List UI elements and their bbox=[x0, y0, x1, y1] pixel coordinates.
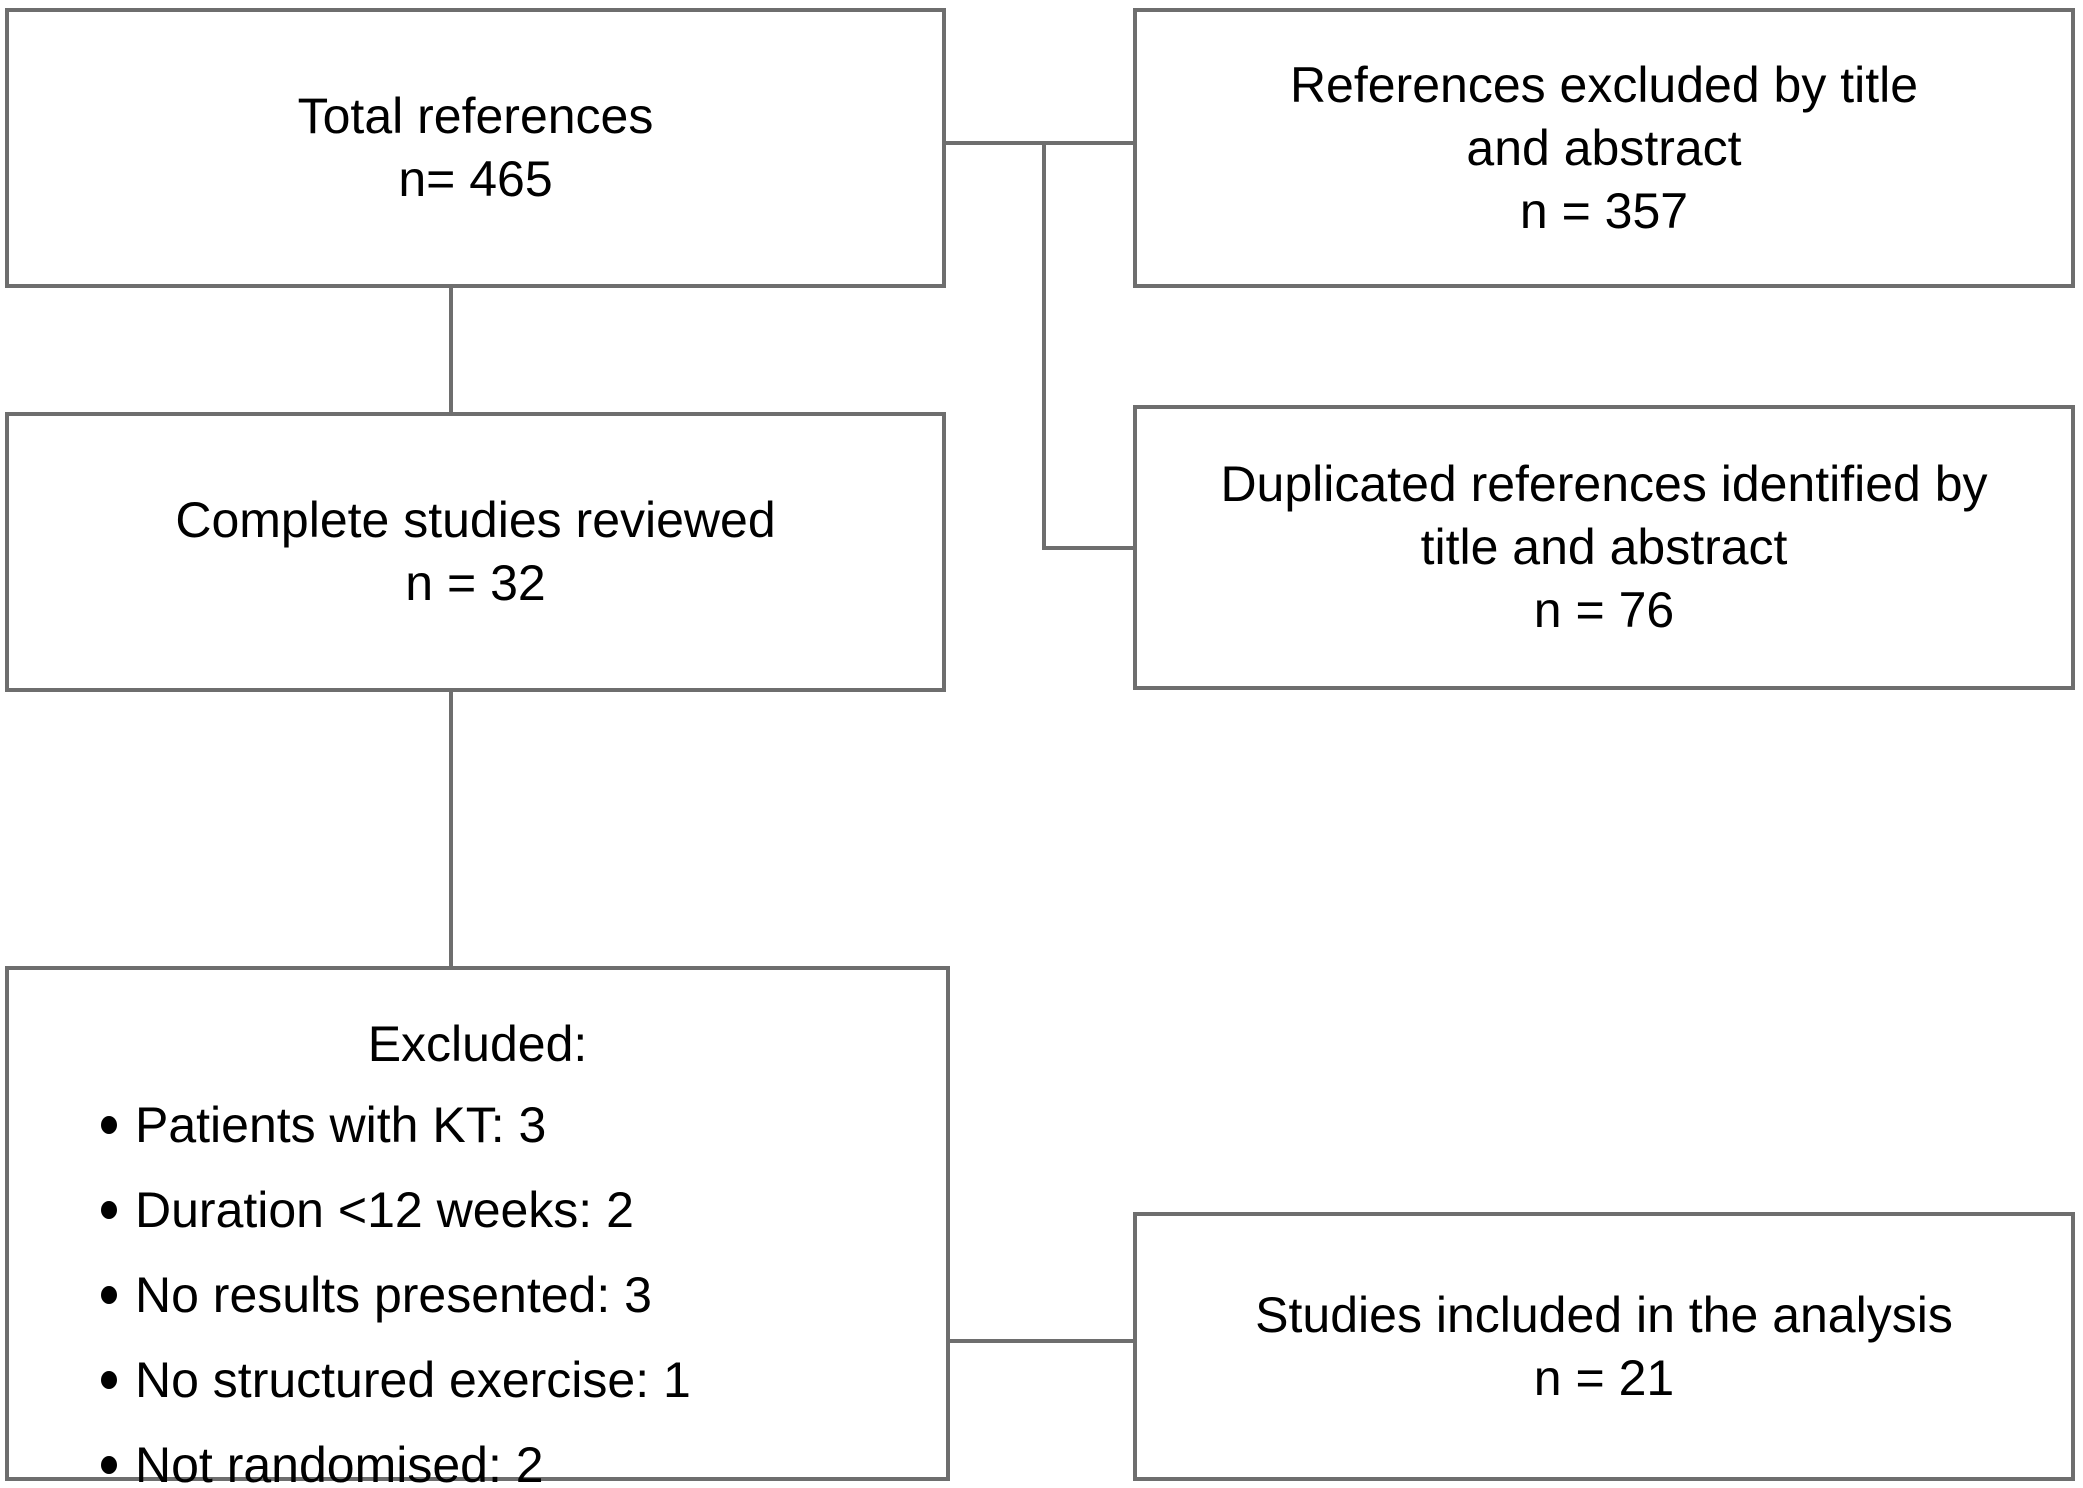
bullet-icon bbox=[101, 1371, 117, 1389]
node-total-references-count: n= 465 bbox=[398, 151, 553, 207]
connector-total-branch-stem bbox=[946, 141, 1046, 145]
node-references-excluded-count: n = 357 bbox=[1519, 182, 1689, 239]
connector-branch-to-duplicated bbox=[1042, 546, 1137, 550]
node-excluded: Excluded: Patients with KT: 3 Duration <… bbox=[5, 966, 950, 1488]
connector-complete-to-excluded bbox=[449, 692, 453, 968]
list-item-label: Patients with KT: 3 bbox=[135, 1097, 547, 1153]
node-references-excluded: References excluded by title and abstrac… bbox=[1133, 8, 2075, 288]
node-duplicated-references-label-line1: Duplicated references identified by bbox=[1220, 456, 1988, 512]
node-duplicated-references-label-line2: title and abstract bbox=[1420, 519, 1788, 575]
node-complete-studies-count: n = 32 bbox=[405, 555, 546, 611]
list-item: Patients with KT: 3 bbox=[101, 1100, 932, 1150]
connector-excluded-to-studies-included bbox=[950, 1339, 1137, 1343]
node-complete-studies-label: Complete studies reviewed bbox=[175, 492, 776, 548]
list-item: No results presented: 3 bbox=[101, 1270, 932, 1320]
excluded-reasons-list: Patients with KT: 3 Duration <12 weeks: … bbox=[23, 1100, 932, 1488]
bullet-icon bbox=[101, 1286, 117, 1304]
list-item: Duration <12 weeks: 2 bbox=[101, 1185, 932, 1235]
node-total-references-label: Total references bbox=[297, 88, 654, 144]
node-studies-included-label: Studies included in the analysis bbox=[1255, 1286, 1953, 1343]
node-references-excluded-label-line1: References excluded by title bbox=[1289, 56, 1919, 113]
list-item-label: Duration <12 weeks: 2 bbox=[135, 1182, 634, 1238]
node-excluded-title: Excluded: bbox=[367, 1016, 588, 1072]
bullet-icon bbox=[101, 1116, 117, 1134]
list-item: No structured exercise: 1 bbox=[101, 1355, 932, 1405]
node-duplicated-references-count: n = 76 bbox=[1533, 582, 1675, 638]
node-total-references: Total references n= 465 bbox=[5, 8, 946, 288]
list-item-label: Not randomised: 2 bbox=[135, 1437, 544, 1488]
bullet-icon bbox=[101, 1201, 117, 1219]
node-duplicated-references: Duplicated references identified by titl… bbox=[1133, 405, 2075, 690]
connector-branch-to-references-excluded bbox=[1042, 141, 1137, 145]
connector-total-to-complete bbox=[449, 288, 453, 414]
node-studies-included-count: n = 21 bbox=[1533, 1349, 1675, 1406]
node-complete-studies: Complete studies reviewed n = 32 bbox=[5, 412, 946, 692]
list-item-label: No results presented: 3 bbox=[135, 1267, 652, 1323]
list-item: Not randomised: 2 bbox=[101, 1440, 932, 1488]
node-studies-included: Studies included in the analysis n = 21 bbox=[1133, 1212, 2075, 1481]
bullet-icon bbox=[101, 1456, 117, 1474]
node-references-excluded-label-line2: and abstract bbox=[1466, 119, 1742, 176]
list-item-label: No structured exercise: 1 bbox=[135, 1352, 691, 1408]
connector-branch-vertical bbox=[1042, 141, 1046, 550]
